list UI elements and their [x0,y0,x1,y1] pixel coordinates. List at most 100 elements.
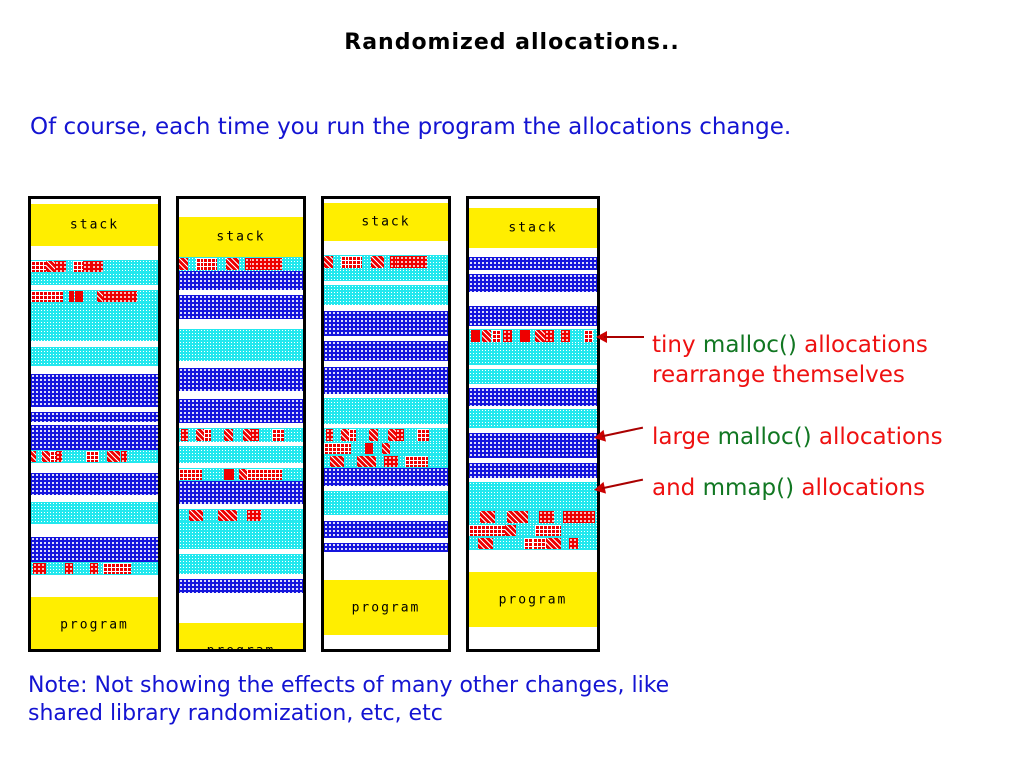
free-space-segment [469,365,597,369]
tiny-allocation-block [56,451,62,462]
free-space-segment [469,550,597,572]
tiny-allocation-block [365,443,373,454]
program-segment: program [469,572,597,627]
stack-segment: stack [31,204,158,246]
free-space-segment [469,248,597,257]
free-space-segment [179,199,303,217]
tiny-allocation-block [92,261,103,272]
stack-label: stack [216,229,266,245]
tiny-allocation-block [31,261,46,272]
free-space-segment [31,495,158,502]
mmap-segment [469,409,597,428]
free-space-segment [179,549,303,554]
tiny-allocation-block [251,258,282,270]
free-space-segment [179,593,303,623]
footer-note: Note: Not showing the effects of many ot… [28,673,670,726]
annotation-post: allocations [794,475,926,501]
large-malloc-segment [31,473,158,495]
mmap-segment [179,329,303,361]
free-space-segment [324,281,448,285]
free-space-segment [324,552,448,580]
free-space-segment [469,458,597,463]
tiny-allocation-block [357,456,376,467]
annotation-keyword: malloc() [717,424,812,450]
annotation-pre: and [652,475,703,501]
annotation-line-1: large malloc() allocations [652,422,943,452]
tiny-allocation-block [561,330,570,342]
tiny-allocation-block [535,525,561,536]
tiny-allocation-block [247,469,282,480]
tiny-allocation-block [505,525,516,536]
tiny-malloc-row [469,524,597,537]
tiny-allocation-block [179,258,188,270]
program-label: program [60,617,129,632]
tiny-malloc-row [31,260,158,273]
free-space-segment [31,407,158,412]
annotation-large-malloc: large malloc() allocations [652,422,943,452]
tiny-malloc-row [31,450,158,463]
tiny-allocation-block [396,256,427,268]
tiny-allocation-block [390,256,396,268]
free-space-segment [324,538,448,543]
tiny-allocation-block [245,258,251,270]
large-malloc-segment [179,368,303,391]
free-space-segment [469,406,597,409]
memory-column-run-3: stack program [321,196,451,652]
large-malloc-segment [31,425,158,450]
large-malloc-segment [31,412,158,422]
mmap-segment [469,369,597,384]
tiny-allocation-block [324,443,351,454]
tiny-allocation-block [189,510,203,521]
tiny-allocation-block [251,429,259,441]
annotation-mmap: and mmap() allocations [652,473,925,503]
tiny-allocation-block [121,451,127,462]
mmap-segment [179,554,303,574]
tiny-allocation-block [341,429,349,441]
free-space-segment [31,341,158,347]
tiny-allocation-block [226,258,239,270]
arrow-head-icon [596,331,607,343]
tiny-allocation-block [341,256,348,268]
free-space-segment [324,361,448,367]
stack-segment: stack [469,208,597,248]
annotation-post: allocations [811,424,943,450]
tiny-malloc-row [179,468,303,481]
tiny-allocation-block [224,429,233,441]
program-segment: program [324,580,448,635]
tiny-allocation-block [31,451,36,462]
mmap-segment [31,347,158,366]
annotation-keyword: mmap() [702,475,795,501]
free-space-segment [324,305,448,311]
large-malloc-segment [469,388,597,406]
tiny-allocation-block [243,429,251,441]
annotation-tiny-malloc: tiny malloc() allocations rearrange them… [652,330,928,390]
free-space-segment [324,336,448,341]
tiny-allocation-block [349,429,356,441]
tiny-allocation-block [348,256,362,268]
tiny-allocation-block [369,429,378,441]
free-space-segment [31,422,158,425]
memory-column-run-4: stack program [466,196,600,652]
stack-segment: stack [324,203,448,241]
arrow-mmap [592,474,644,496]
tiny-malloc-row [31,290,158,303]
tiny-allocation-block [417,429,429,441]
program-label: program [498,592,568,607]
tiny-allocation-block [179,469,202,480]
tiny-allocation-block [103,291,137,302]
large-malloc-segment [179,271,303,290]
free-space-segment [469,384,597,388]
program-label: program [351,600,421,615]
free-space-segment [31,246,158,260]
free-space-segment [469,428,597,433]
free-space-segment [324,486,448,491]
tiny-malloc-row [31,562,158,575]
tiny-allocation-block [204,429,211,441]
large-malloc-segment [469,433,597,458]
free-space-segment [179,442,303,446]
stack-label: stack [69,217,120,233]
tiny-malloc-row [179,257,303,271]
free-space-segment [31,366,158,374]
